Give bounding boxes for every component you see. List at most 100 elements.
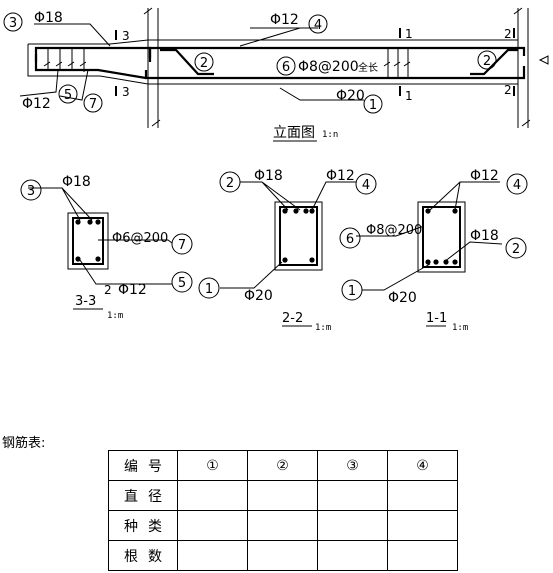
elevation-title: 立面图: [273, 125, 315, 141]
section-cut-label: 2: [504, 27, 512, 41]
svg-text:6: 6: [282, 60, 290, 75]
section-scale: 1:m: [315, 323, 331, 333]
callout: 4: [355, 173, 377, 195]
table-cell[interactable]: [247, 510, 318, 541]
column-header: ④: [387, 450, 458, 481]
table-row: 种类: [108, 510, 458, 541]
callout: 2: [505, 237, 527, 259]
section-outline: [274, 201, 323, 271]
leader-bar-5: [19, 69, 59, 97]
section-cut-label: 1: [405, 27, 413, 41]
table-cell[interactable]: [387, 510, 458, 541]
table-cell[interactable]: [177, 510, 248, 541]
stirrup-spec: Φ6@200: [112, 231, 168, 246]
svg-text:1: 1: [205, 282, 213, 297]
svg-text:7: 7: [89, 97, 97, 112]
leader-stirrup: [98, 239, 173, 244]
break-mark: [513, 7, 531, 127]
table-cell[interactable]: [177, 480, 248, 511]
elevation-scale: 1:n: [322, 130, 338, 140]
top-bar-3: [34, 46, 152, 62]
section-title: 2-2: [282, 311, 303, 326]
table-row: 根数: [108, 540, 458, 571]
bar3-spec: Φ18: [34, 10, 63, 26]
stirrup: [72, 217, 104, 265]
table-cell[interactable]: [317, 540, 388, 571]
callout-7: 7: [83, 93, 103, 113]
table-cell[interactable]: [247, 540, 318, 571]
section-cut-label: 1: [405, 89, 413, 103]
table-cell[interactable]: [177, 540, 248, 571]
stirrup: [422, 206, 461, 268]
leader-bottom: [220, 261, 283, 289]
svg-text:5: 5: [178, 276, 186, 291]
top-right-spec: Φ12: [326, 168, 355, 184]
svg-text:4: 4: [362, 178, 370, 193]
table-cell[interactable]: [317, 510, 388, 541]
table-cell[interactable]: [387, 540, 458, 571]
leader-top-right: [311, 181, 356, 211]
elevation-view: 3 3 1 1 2 2 Φ18 Φ12 Φ8@200 全长 Φ20 Φ12: [3, 7, 549, 142]
header-label: 编号: [108, 450, 178, 481]
callout-2-right: 2: [477, 50, 497, 70]
callout: 4: [506, 173, 528, 195]
section-scale: 1:m: [107, 311, 123, 321]
callout-6: 6: [276, 56, 296, 76]
section-3-3: Φ18 Φ6@200 2 Φ12 3 7 5 3-3 1:m: [20, 174, 193, 321]
bottom-spec: Φ20: [388, 290, 417, 306]
bar6-spec: Φ8@200: [298, 59, 359, 75]
section-cut-label: 3: [122, 29, 130, 43]
section-cut-label: 3: [122, 85, 130, 99]
top-spec: Φ12: [470, 168, 499, 184]
table-cell[interactable]: [387, 480, 458, 511]
bar6-note: 全长: [358, 61, 378, 74]
svg-text:4: 4: [314, 18, 322, 33]
callout-5: 5: [58, 84, 78, 104]
table-caption: 钢筋表:: [2, 436, 46, 451]
break-mark: [538, 55, 549, 65]
leader-bar-1: [279, 87, 364, 101]
leader-mid: [443, 241, 503, 263]
bar1-spec: Φ20: [336, 88, 365, 104]
stirrup: [279, 206, 318, 266]
svg-text:1: 1: [369, 98, 377, 113]
column-header: ①: [177, 450, 248, 481]
svg-text:2: 2: [512, 242, 520, 257]
callout-1: 1: [363, 94, 383, 114]
bar4-spec: Φ12: [270, 12, 299, 28]
svg-text:3: 3: [27, 184, 35, 199]
table-cell[interactable]: [247, 480, 318, 511]
section-cut-label: 2: [504, 83, 512, 97]
top-bar-spec: Φ18: [62, 174, 91, 190]
callout: 5: [171, 271, 193, 293]
table-row: 直径: [108, 480, 458, 511]
section-cut-3: 3 3: [115, 29, 130, 99]
bottom-bar-1: [144, 66, 526, 80]
svg-text:2: 2: [226, 176, 234, 191]
callout-2-left: 2: [194, 52, 214, 72]
rebar-schedule-table: 编号 ① ② ③ ④ 直径 种类 根数: [108, 450, 458, 571]
stirrup-spec: Φ8@200: [366, 223, 422, 238]
section-scale: 1:m: [452, 323, 468, 333]
callout: 6: [339, 227, 361, 249]
table-cell[interactable]: [317, 480, 388, 511]
row-label: 种类: [108, 510, 178, 541]
row-label: 根数: [108, 540, 178, 571]
column-header: ②: [247, 450, 318, 481]
bottom-bar-spec: Φ12: [118, 282, 147, 298]
svg-text:1: 1: [348, 284, 356, 299]
section-1-1: Φ12 Φ8@200 Φ18 Φ20 4 6 2 1 1-1 1:m: [339, 168, 528, 333]
callout: 1: [341, 279, 363, 301]
svg-text:2: 2: [483, 54, 491, 69]
leader-top-left: [240, 181, 301, 211]
leader-bar-4: [239, 27, 318, 47]
reinforcement-drawing: 3 3 1 1 2 2 Φ18 Φ12 Φ8@200 全长 Φ20 Φ12: [3, 7, 549, 333]
callout-4: 4: [308, 14, 328, 34]
stirrups-cantilever: [43, 48, 87, 72]
top-left-spec: Φ18: [254, 168, 283, 184]
callout: 7: [171, 233, 193, 255]
section-cut-2: 2 2: [504, 27, 515, 97]
leader-top: [28, 187, 93, 221]
section-title: 1-1: [426, 311, 447, 326]
bar5-spec: Φ12: [22, 96, 51, 112]
